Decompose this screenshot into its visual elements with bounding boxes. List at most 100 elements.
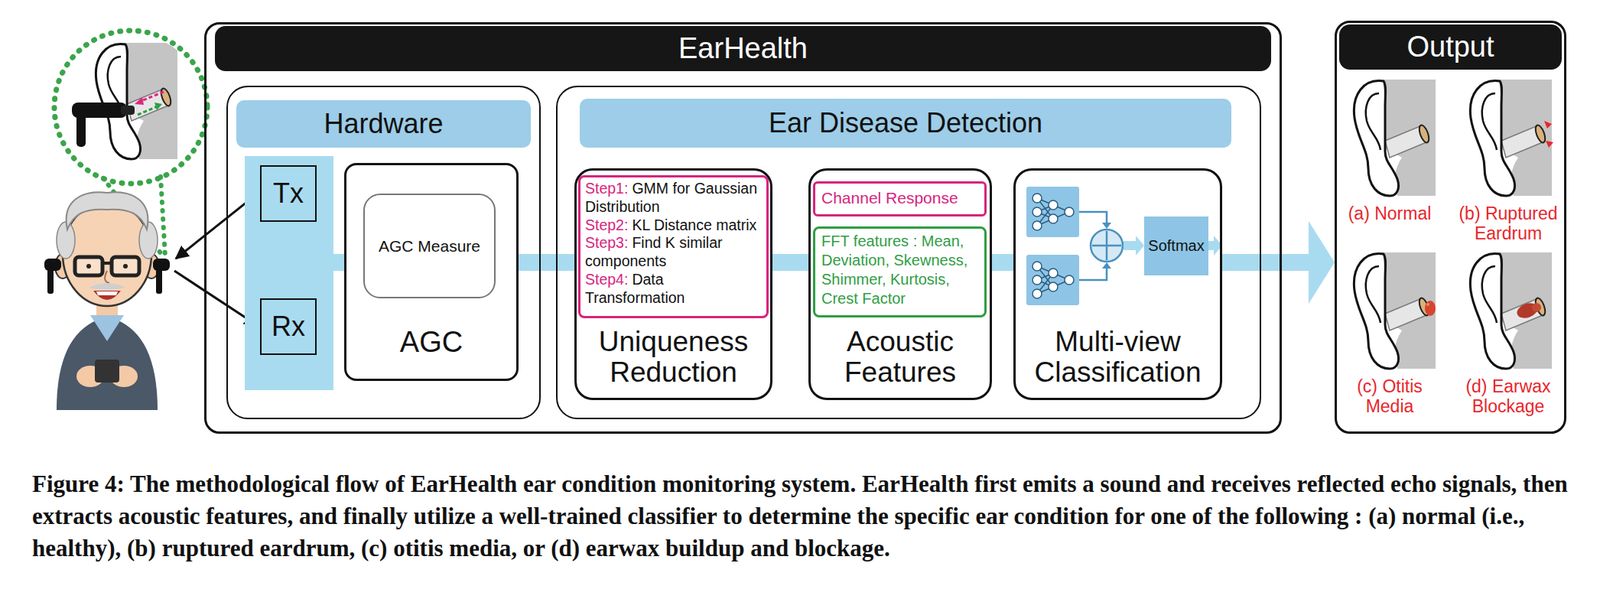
person-illustration <box>96 291 118 296</box>
zoom-view <box>71 102 127 118</box>
person-illustration <box>123 263 128 269</box>
zoom-view <box>95 42 178 160</box>
stage-label: Acoustic Features <box>810 326 990 398</box>
transducer-box: Rx <box>260 298 317 355</box>
person-illustration <box>156 267 163 294</box>
zoom-view <box>54 30 208 184</box>
hardware-panel: HardwareTxRx AGC AGC Measure <box>226 85 541 420</box>
arrow-shaft <box>991 253 1014 271</box>
detection-panel: Ear Disease DetectionUniqueness Reductio… <box>556 85 1262 420</box>
port-label: Tx <box>273 177 304 210</box>
stage-box: Multi-view Classification Softmax <box>1013 168 1223 400</box>
agc-measure-box: AGC Measure <box>363 193 496 299</box>
step-line: Step2:KL Distance matrix <box>585 216 762 235</box>
condition-label: (a) Normal <box>1332 203 1448 224</box>
arrow-shaft <box>518 253 575 271</box>
feature-box: Channel Response <box>813 181 987 217</box>
softmax-box: Softmax <box>1144 216 1209 276</box>
title-bar: Output <box>1339 24 1562 70</box>
ear-ruptured <box>1469 79 1554 196</box>
step-line: Step3:Find K similar components <box>585 234 762 271</box>
ear-normal <box>1353 79 1436 196</box>
ear-earwax <box>1469 252 1552 369</box>
step-line: Step4:Data Transformation <box>585 270 762 308</box>
person-illustration <box>56 221 75 259</box>
hardware-column <box>333 253 345 271</box>
title-bar: EarHealth <box>214 26 1272 72</box>
zoom-view <box>120 105 135 115</box>
classifier-icons <box>1123 240 1136 251</box>
port-label: Rx <box>271 310 306 343</box>
block-label: AGC Measure <box>378 237 481 256</box>
ear-otitis <box>1424 300 1436 316</box>
step-number: Step3: <box>585 234 628 251</box>
classifier-icons <box>1208 240 1215 251</box>
person-illustration <box>104 270 110 283</box>
classifier-icons <box>1090 229 1123 262</box>
person-illustration <box>47 267 54 294</box>
classifier-icons <box>1079 211 1107 224</box>
stage-label: Multi-view Classification <box>1015 326 1220 398</box>
feature-box: FFT features : Mean, Deviation, Skewness… <box>813 226 987 318</box>
figure-caption: Figure 4: The methodological flow of Ear… <box>32 468 1570 565</box>
feature-list: FFT features : Mean, Deviation, Skewness… <box>821 231 979 309</box>
step-number: Step2: <box>585 216 628 234</box>
ear-earwax <box>1531 302 1542 313</box>
person-illustration <box>88 282 126 290</box>
person-illustration <box>94 359 120 383</box>
block-label: AGC <box>400 325 463 359</box>
person-illustration <box>90 315 124 342</box>
classifier-icons <box>1026 186 1223 306</box>
steps-box: Step1:GMM for Gaussian DistributionStep2… <box>578 175 769 319</box>
ear-otitis <box>1353 252 1436 369</box>
step-number: Step1: <box>585 179 628 197</box>
classifier-icons <box>1092 230 1122 261</box>
ear-ruptured <box>1544 120 1552 129</box>
ear-earwax <box>1469 252 1552 369</box>
panel-header: Ear Disease Detection <box>579 98 1232 148</box>
ear-ruptured <box>1545 140 1554 148</box>
stage-box: Acoustic Features Channel ResponseFFT fea… <box>808 168 992 400</box>
agc-block: AGC AGC Measure <box>344 162 519 381</box>
layer-label: Softmax <box>1147 237 1204 255</box>
classifier-icons <box>1135 235 1145 256</box>
arrow-shaft <box>772 253 809 271</box>
person-illustration <box>74 256 103 276</box>
zoom-view <box>137 106 158 115</box>
step-text: KL Distance matrix <box>631 216 757 234</box>
condition-label: (d) Earwax Blockage <box>1450 376 1566 417</box>
condition-label: (b) Ruptured Eardrum <box>1450 203 1566 244</box>
hardware-column <box>244 156 345 391</box>
arrow-head <box>1308 221 1335 304</box>
classifier-icons <box>1102 222 1112 229</box>
arrow-shaft <box>1222 253 1309 271</box>
stage-label: Uniqueness Reduction <box>576 326 771 398</box>
classifier-icons <box>1102 262 1112 269</box>
classifier-icons <box>1026 186 1080 238</box>
person-illustration <box>93 290 121 300</box>
person-illustration <box>86 263 92 269</box>
flow-arrow <box>518 253 575 271</box>
person-illustration <box>66 191 149 230</box>
system-frame: EarHealthHardwareTxRx AGC AGC Measure Ear D… <box>204 22 1282 434</box>
classifier-icons <box>1026 254 1080 306</box>
zoom-view <box>95 42 178 160</box>
panel-header: Hardware <box>236 100 531 148</box>
ear-ruptured <box>1469 79 1552 196</box>
person-illustration <box>139 221 158 259</box>
ear-otitis <box>1426 302 1430 306</box>
transducer-box: Tx <box>260 165 317 222</box>
person-illustration <box>111 256 140 276</box>
zoom-view <box>154 102 163 111</box>
step-line: Step1:GMM for Gaussian Distribution <box>585 179 762 217</box>
hardware-column <box>244 156 334 391</box>
ear-normal <box>1353 79 1436 196</box>
person-illustration <box>44 191 170 410</box>
person-illustration <box>102 261 112 265</box>
stage-box: Uniqueness ReductionStep1:GMM for Gaussi… <box>574 168 773 400</box>
condition-label: (c) Otitis Media <box>1347 376 1432 417</box>
feature-label: Channel Response <box>821 188 979 208</box>
step-number: Step4: <box>585 270 628 288</box>
zoom-view <box>134 97 144 105</box>
